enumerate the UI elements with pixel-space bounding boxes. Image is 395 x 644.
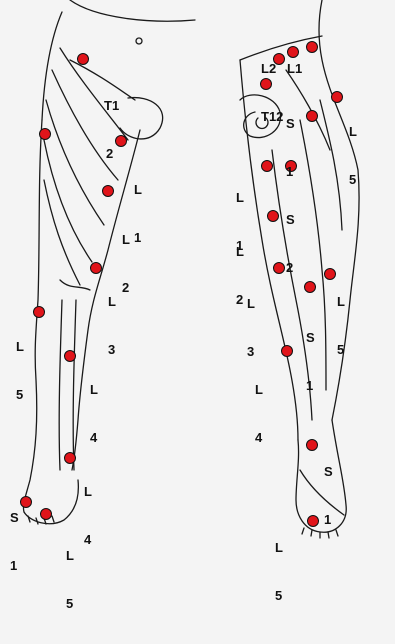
label-line: 2 [122, 280, 136, 296]
label-ant-l3: L 3 [108, 262, 122, 390]
label-ant-t12: T1 2 [104, 66, 119, 194]
label-ant-l2: L 2 [122, 200, 136, 328]
label-line: L [337, 294, 351, 310]
label-line: S [10, 510, 24, 526]
label-line: 4 [255, 430, 269, 446]
label-line: 5 [349, 172, 363, 188]
label-line: L [84, 484, 98, 500]
label-line: 1 [324, 512, 338, 528]
label-post-l4: L 4 [255, 350, 269, 478]
label-line: L [90, 382, 104, 398]
label-line: L [122, 232, 136, 248]
label-line: L [16, 339, 30, 355]
label-line: T1 [104, 98, 119, 114]
label-line: L [255, 382, 269, 398]
label-line: 2 [104, 146, 119, 162]
label-ant-l5-foot: L 5 [66, 516, 80, 644]
label-post-l5-sole: L 5 [275, 508, 289, 636]
marker-post-l3 [273, 262, 285, 274]
label-line: L [236, 244, 250, 260]
label-line: S [306, 330, 320, 346]
label-line: 3 [108, 342, 122, 358]
label-line: S [324, 464, 338, 480]
label-post-l5-hip: L 5 [349, 92, 363, 220]
label-post-s1-heel: S 1 [324, 432, 338, 560]
label-line: 5 [275, 588, 289, 604]
label-post-l5-knee: L 5 [337, 262, 351, 390]
marker-ant-l5-foot [40, 508, 52, 520]
label-line: 5 [337, 342, 351, 358]
label-line: L2 [261, 61, 283, 77]
label-line: 5 [66, 596, 80, 612]
label-line: L [134, 182, 148, 198]
label-line: S [286, 116, 300, 132]
marker-post-l5-knee [324, 268, 336, 280]
marker-ant-l3 [90, 262, 102, 274]
label-line: 1 [306, 378, 320, 394]
label-line: T12 [261, 109, 283, 125]
marker-post-l5-hip [331, 91, 343, 103]
label-line: L1 [287, 61, 302, 77]
marker-post-l1-thigh [261, 160, 273, 172]
label-line: 2 [286, 260, 300, 276]
marker-post-l1 [306, 41, 318, 53]
dermatome-diagram: T1 2 L 1 L 2 L 3 L 5 L 4 L 4 S 1 L 5 L2 … [0, 0, 395, 548]
label-ant-s1-foot: S 1 [10, 478, 24, 606]
label-line: L [247, 296, 261, 312]
label-line: 1 [10, 558, 24, 574]
label-line: 4 [84, 532, 98, 548]
label-line: L [275, 540, 289, 556]
label-line: L [66, 548, 80, 564]
marker-ant-t12 [77, 53, 89, 65]
marker-post-s1 [306, 110, 318, 122]
label-ant-l4-ankle: L 4 [84, 452, 98, 580]
marker-post-l4 [281, 345, 293, 357]
label-line: L [236, 190, 250, 206]
label-post-s2: S 2 [286, 180, 300, 308]
label-ant-l5-side: L 5 [16, 307, 30, 435]
label-line: 4 [90, 430, 104, 446]
marker-post-s1-heel [306, 439, 318, 451]
marker-ant-l5-side [33, 306, 45, 318]
label-line: 1 [286, 164, 300, 180]
label-line: S [286, 212, 300, 228]
label-post-l2-t12: L2 T12 [261, 29, 283, 157]
marker-post-s1-calf [304, 281, 316, 293]
label-line: L [349, 124, 363, 140]
label-line: 5 [16, 387, 30, 403]
label-post-s1-calf: S 1 [306, 298, 320, 426]
marker-ant-l4-ankle [64, 452, 76, 464]
marker-ant-l4 [64, 350, 76, 362]
marker-post-l5-sole [307, 515, 319, 527]
label-line: L [108, 294, 122, 310]
marker-ant-upper-lateral [39, 128, 51, 140]
marker-post-l2-thigh [267, 210, 279, 222]
